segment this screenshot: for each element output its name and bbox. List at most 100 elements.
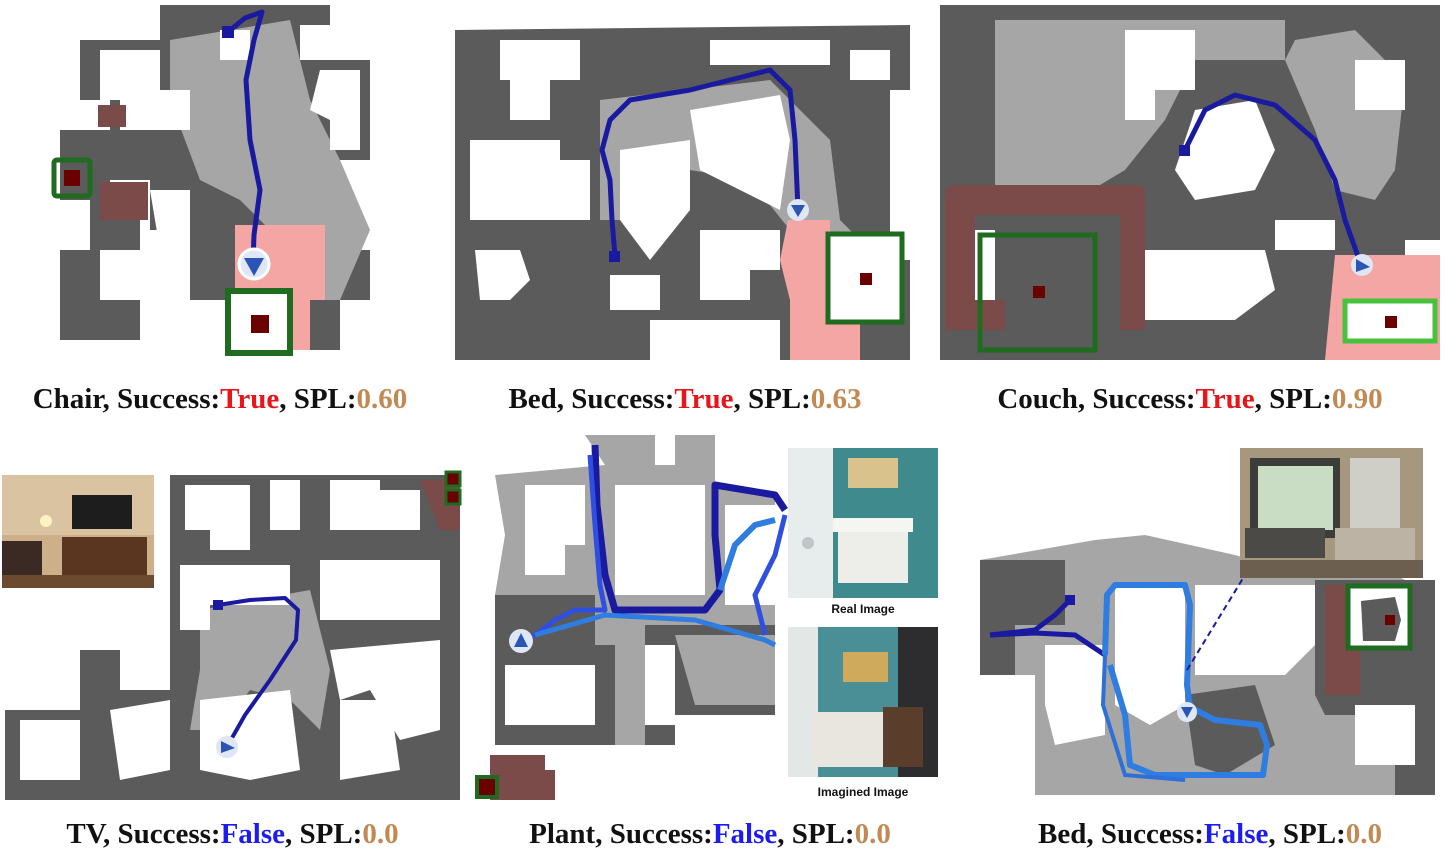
caption-separator: , — [1077, 383, 1093, 415]
caption-spl-label: SPL: — [293, 383, 357, 415]
free-space — [505, 665, 595, 725]
bathroom-photo — [788, 448, 938, 598]
free-space — [1275, 220, 1335, 250]
agent-path — [599, 67, 801, 257]
map-panel-bed — [450, 20, 920, 365]
start-marker — [222, 26, 234, 38]
agent-path — [989, 630, 1107, 658]
caption-success-value: True — [220, 383, 280, 415]
caption-spl-label: SPL: — [1282, 818, 1346, 850]
free-space — [1355, 705, 1415, 765]
object-patch — [490, 755, 555, 800]
free-space — [310, 70, 360, 150]
caption-spl-value: 0.0 — [362, 818, 399, 850]
goal-box — [51, 157, 93, 199]
free-space — [1355, 60, 1405, 110]
free-space — [525, 485, 585, 575]
caption-separator: , — [279, 383, 294, 415]
caption-object: Bed — [1038, 818, 1087, 850]
caption-spl-value: 0.90 — [1331, 383, 1383, 415]
free-space — [850, 50, 890, 80]
agent-arrow-icon — [514, 633, 528, 647]
free-space — [200, 690, 300, 780]
caption-success-label: Success: — [117, 818, 221, 850]
caption-success-value: False — [712, 818, 778, 850]
free-space — [610, 275, 660, 310]
map-bed-2 — [980, 535, 1435, 795]
free-space — [1115, 585, 1185, 725]
agent-arrow-icon — [244, 258, 264, 276]
agent-path — [717, 517, 776, 591]
start-marker — [609, 251, 620, 262]
caption-separator: , — [285, 818, 300, 850]
free-space — [685, 725, 775, 755]
agent-path — [752, 514, 788, 636]
free-space — [340, 700, 400, 780]
caption-object: TV — [66, 818, 103, 850]
agent-path — [217, 596, 300, 746]
free-space — [375, 490, 420, 530]
room-photo — [2, 475, 154, 588]
free-space — [1245, 585, 1315, 675]
agent-path — [1100, 654, 1186, 782]
map-plant — [475, 425, 788, 800]
goal-box — [1342, 298, 1438, 344]
object-patch — [100, 182, 148, 220]
caption-success-label: Success: — [571, 383, 675, 415]
caption-bed-1: Bed, Success:True, SPL:0.63 — [450, 383, 920, 416]
goal-photo-tv — [2, 475, 154, 588]
map-panel-plant: Real Image Imagined Image — [475, 425, 945, 805]
map-chair — [51, 5, 370, 356]
free-space — [270, 480, 300, 530]
start-marker — [1179, 145, 1190, 156]
goal-photo-bed — [1240, 448, 1423, 578]
caption-separator: , — [1086, 818, 1101, 850]
agent-arrow-icon — [1356, 259, 1370, 272]
agent-path — [1182, 92, 1363, 263]
free-space — [20, 720, 80, 780]
obstacle-region — [980, 560, 1065, 675]
free-space — [140, 190, 190, 300]
explored-region — [675, 635, 775, 705]
target-marker — [475, 775, 499, 799]
target-marker — [1033, 286, 1045, 298]
imagined-image-photo — [788, 627, 938, 777]
free-space — [110, 700, 170, 780]
caption-separator: , — [1254, 383, 1270, 415]
bathroom-photo — [788, 627, 938, 777]
target-marker — [1385, 316, 1397, 328]
imagined-image-label: Imagined Image — [817, 785, 909, 799]
agent-path — [226, 9, 265, 263]
map-tv — [5, 470, 462, 800]
caption-success-value: False — [1203, 818, 1269, 850]
caption-object: Couch — [997, 383, 1078, 415]
free-space — [185, 485, 250, 550]
map-panel-couch — [935, 0, 1445, 365]
map-panel-tv — [0, 470, 470, 805]
agent-path — [1102, 582, 1270, 778]
caption-separator: , — [777, 818, 792, 850]
start-marker — [213, 600, 223, 610]
map-panel-bed-2 — [975, 445, 1445, 805]
free-space — [70, 210, 90, 250]
free-space — [1125, 30, 1195, 120]
caption-spl-value: 0.0 — [854, 818, 891, 850]
goal-box — [977, 232, 1098, 353]
target-marker — [860, 273, 872, 285]
free-space — [500, 40, 580, 120]
start-marker — [1065, 595, 1075, 605]
caption-separator: , — [556, 383, 572, 415]
projection-line — [1186, 574, 1246, 671]
caption-separator: , — [1268, 818, 1283, 850]
target-marker — [64, 170, 80, 186]
caption-object: Bed — [508, 383, 557, 415]
caption-plant: Plant, Success:False, SPL:0.0 — [475, 818, 945, 851]
map-panel-chair — [40, 0, 400, 365]
caption-object: Plant — [529, 818, 596, 850]
caption-separator: , — [595, 818, 610, 850]
free-space — [615, 485, 705, 595]
caption-bed-2: Bed, Success:False, SPL:0.0 — [975, 818, 1445, 851]
caption-success-label: Success: — [1092, 383, 1196, 415]
free-space — [470, 140, 590, 220]
caption-separator: , — [102, 818, 118, 850]
